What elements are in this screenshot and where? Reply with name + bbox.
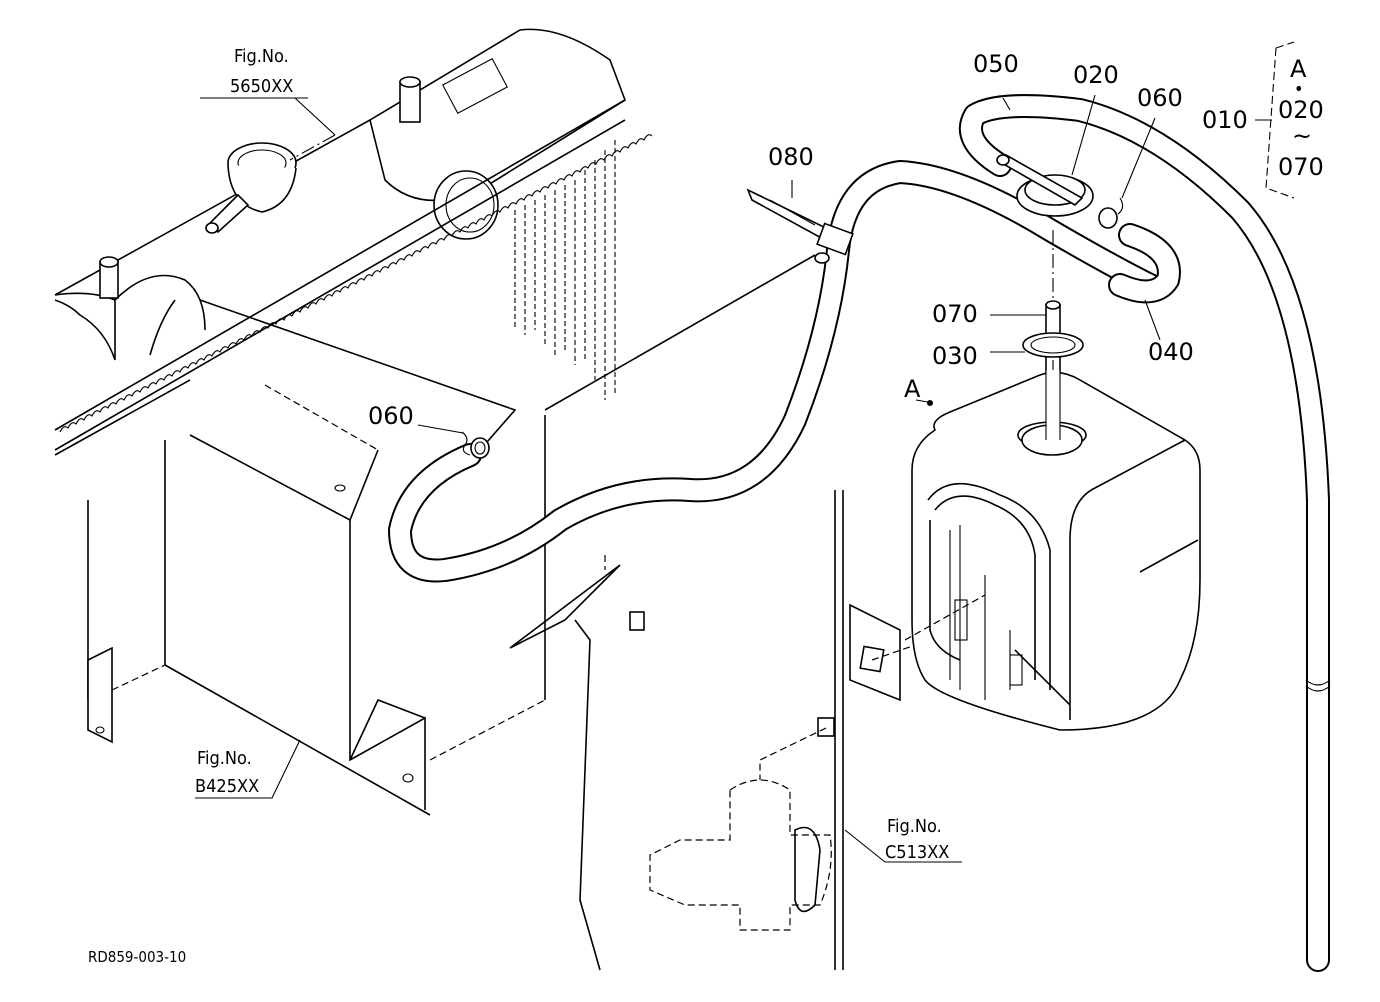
fig-ref-number: 5650XX [230, 76, 293, 97]
label-060-right: 060 [1137, 84, 1183, 112]
shroud-panel [54, 254, 816, 816]
reserve-tank [904, 370, 1201, 731]
cable-tie [746, 188, 854, 264]
bracket-tilde: ~ [1292, 122, 1312, 150]
label-080: 080 [768, 143, 814, 171]
tank-hose-loop [959, 94, 1331, 972]
drawing-number: RD859-003-10 [88, 948, 186, 966]
frame-panel [509, 490, 931, 971]
bracket-from: 020 [1278, 96, 1324, 124]
label-040: 040 [1148, 338, 1194, 366]
tank-cap [996, 153, 1094, 217]
fig-ref-number: C513XX [885, 842, 949, 863]
fig-ref-title: Fig.No. [887, 816, 942, 837]
fig-ref-title: Fig.No. [197, 748, 252, 769]
fig-ref-number: B425XX [195, 776, 259, 797]
assembly-a-marker [927, 400, 933, 406]
label-050: 050 [973, 50, 1019, 78]
overflow-hose [388, 160, 1162, 583]
label-010: 010 [1202, 106, 1248, 134]
bracket-dot: • [1294, 79, 1304, 100]
label-030: 030 [932, 342, 978, 370]
bracket-to: 070 [1278, 153, 1324, 181]
radiator [54, 28, 653, 451]
label-060-left: 060 [368, 402, 414, 430]
hose-clamp [461, 197, 1124, 459]
label-070: 070 [932, 300, 978, 328]
label-020: 020 [1073, 61, 1119, 89]
bracket-letter: A [1290, 55, 1307, 83]
fig-ref-title: Fig.No. [234, 46, 289, 67]
label-assembly-a: A [904, 375, 921, 403]
leader-lines [195, 41, 1295, 863]
